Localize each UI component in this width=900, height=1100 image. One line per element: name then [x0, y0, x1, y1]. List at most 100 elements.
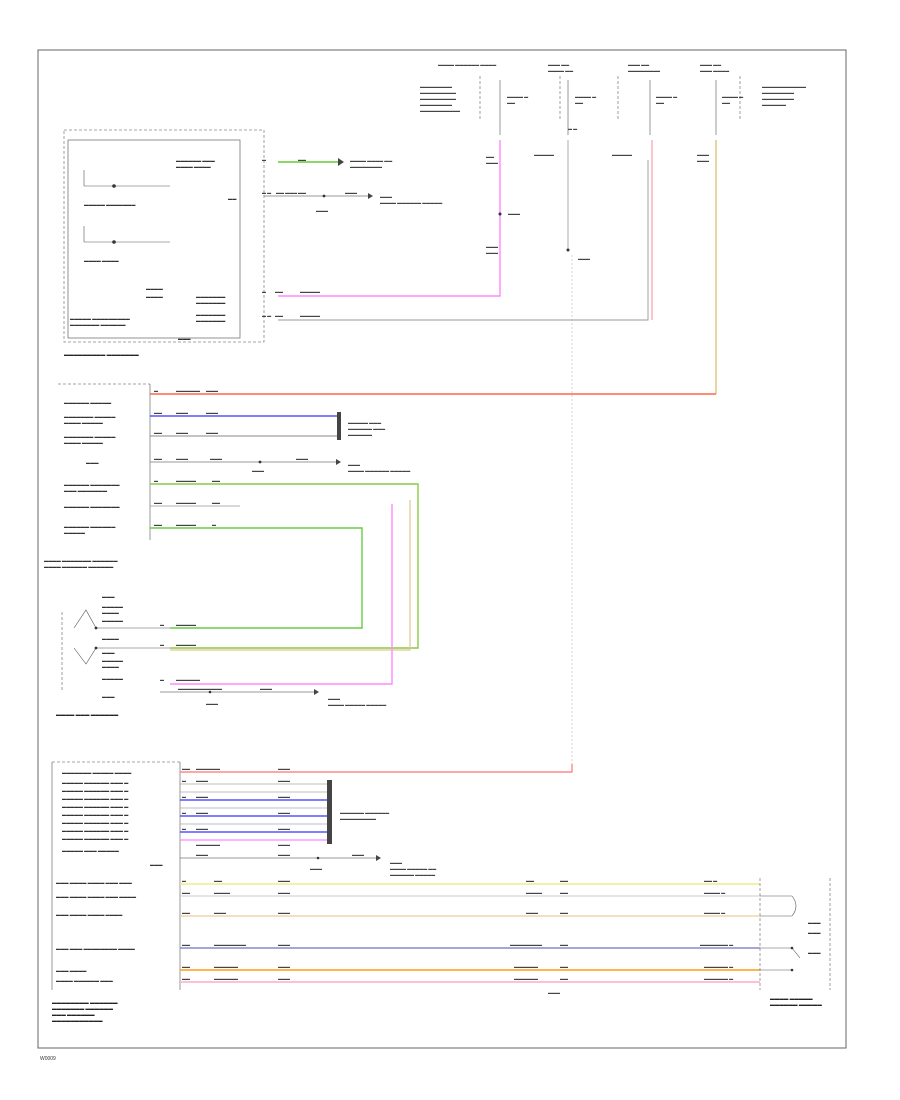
- svg-text:▬: ▬: [182, 878, 186, 883]
- svg-text:▬▬▬▬▬▬: ▬▬▬▬▬▬: [196, 842, 220, 847]
- svg-text:▬▬: ▬▬: [560, 976, 568, 981]
- svg-text:▬▬ ▬▬▬: ▬▬ ▬▬▬: [276, 190, 297, 195]
- svg-text:▬▬▬: ▬▬▬: [102, 694, 115, 699]
- svg-text:▬▬▬: ▬▬▬: [278, 810, 290, 815]
- wire-pink-seat: [170, 504, 393, 685]
- svg-text:▬▬▬▬: ▬▬▬▬: [214, 890, 230, 895]
- svg-text:▬▬▬▬▬: ▬▬▬▬▬: [102, 676, 124, 681]
- svg-text:▬▬▬: ▬▬▬: [214, 910, 226, 915]
- svg-text:▬▬▬ ▬▬: ▬▬▬ ▬▬: [628, 62, 649, 67]
- svg-text:▬ ▬: ▬ ▬: [262, 190, 271, 195]
- svg-text:▬▬▬: ▬▬▬: [508, 211, 520, 216]
- wire-green-seat-c: [150, 527, 363, 629]
- svg-text:▬▬▬▬▬: ▬▬▬▬▬: [176, 622, 196, 627]
- svg-text:▬▬▬▬▬: ▬▬▬▬▬: [102, 618, 124, 623]
- svg-text:▬▬: ▬▬: [154, 456, 162, 461]
- svg-text:▬▬▬▬ ▬▬▬ ▬▬▬▬▬▬: ▬▬▬▬ ▬▬▬ ▬▬▬▬▬▬: [56, 712, 119, 717]
- brake-switch: ▬▬▬ ▬▬▬ ▬▬▬ ▬▬▬▬ ▬▬▬▬▬ ▬▬▬▬▬▬ ▬▬▬▬▬: [759, 878, 831, 1007]
- svg-text:▬▬▬▬▬▬: ▬▬▬▬▬▬: [176, 388, 200, 393]
- svg-text:▬: ▬: [160, 677, 164, 682]
- svg-text:▬▬▬▬: ▬▬▬▬: [526, 890, 542, 895]
- svg-text:▬: ▬: [262, 289, 266, 294]
- svg-text:▬▬▬▬▬▬▬▬: ▬▬▬▬▬▬▬▬: [762, 90, 794, 95]
- svg-text:▬▬▬▬▬▬: ▬▬▬▬▬▬: [348, 432, 372, 437]
- svg-text:▬▬▬: ▬▬▬: [278, 852, 290, 857]
- svg-text:▬ ▬: ▬ ▬: [262, 313, 271, 318]
- svg-text:▬▬▬▬▬▬▬▬: ▬▬▬▬▬▬▬▬: [214, 942, 246, 947]
- svg-text:▬▬▬▬: ▬▬▬▬: [146, 294, 164, 299]
- svg-text:▬▬▬▬▬: ▬▬▬▬▬: [102, 604, 124, 609]
- svg-text:▬▬▬ ▬▬▬▬ ▬▬▬▬ ▬▬▬▬: ▬▬▬ ▬▬▬▬ ▬▬▬▬ ▬▬▬▬: [56, 912, 123, 917]
- svg-text:▬▬▬: ▬▬▬: [178, 336, 191, 341]
- svg-text:▬▬▬▬▬▬ ▬▬▬: ▬▬▬▬▬▬ ▬▬▬: [176, 158, 216, 163]
- svg-text:▬▬▬: ▬▬▬: [278, 964, 290, 969]
- svg-text:▬▬▬: ▬▬▬: [278, 826, 290, 831]
- svg-text:▬▬▬▬▬ ▬▬▬ ▬▬▬▬▬: ▬▬▬▬▬ ▬▬▬ ▬▬▬▬▬: [62, 848, 120, 853]
- svg-text:▬▬▬▬▬▬ ▬▬▬▬▬▬▬: ▬▬▬▬▬▬ ▬▬▬▬▬▬▬: [64, 482, 120, 487]
- svg-text:▬▬▬▬▬▬▬▬: ▬▬▬▬▬▬▬▬: [510, 942, 542, 947]
- svg-text:▬▬▬: ▬▬▬: [196, 810, 208, 815]
- svg-text:▬▬▬▬▬▬: ▬▬▬▬▬▬: [196, 766, 220, 771]
- svg-text:▬▬▬▬▬▬ ▬▬▬: ▬▬▬▬▬▬ ▬▬▬: [348, 426, 385, 431]
- svg-text:▬▬: ▬▬: [154, 522, 162, 527]
- svg-text:▬▬▬ ▬▬▬▬: ▬▬▬ ▬▬▬▬: [700, 68, 729, 73]
- svg-text:▬▬▬: ▬▬▬: [278, 794, 290, 799]
- svg-text:▬▬▬: ▬▬▬: [278, 910, 290, 915]
- svg-text:▬▬: ▬▬: [656, 100, 664, 105]
- svg-text:▬▬▬▬ ▬▬▬▬▬ ▬▬: ▬▬▬▬ ▬▬▬▬▬ ▬▬: [390, 866, 436, 871]
- svg-text:▬▬▬▬▬: ▬▬▬▬▬: [300, 313, 320, 318]
- svg-text:▬▬▬▬ ▬: ▬▬▬▬ ▬: [575, 94, 596, 99]
- svg-text:▬▬: ▬▬: [182, 766, 190, 771]
- svg-text:▬▬▬▬▬▬▬: ▬▬▬▬▬▬▬: [196, 300, 226, 305]
- svg-text:▬▬▬▬ ▬▬▬▬ ▬▬: ▬▬▬▬ ▬▬▬▬ ▬▬: [350, 158, 392, 163]
- svg-text:▬▬▬ ▬▬: ▬▬▬ ▬▬: [548, 62, 569, 67]
- svg-text:▬▬: ▬▬: [275, 289, 283, 294]
- svg-text:▬: ▬: [154, 388, 158, 393]
- svg-text:▬▬▬▬▬: ▬▬▬▬▬: [300, 289, 320, 294]
- svg-text:▬▬▬▬▬▬: ▬▬▬▬▬▬: [214, 964, 238, 969]
- svg-text:▬▬▬▬▬▬: ▬▬▬▬▬▬: [214, 976, 238, 981]
- svg-text:▬▬▬ ▬▬▬▬: ▬▬▬ ▬▬▬▬: [56, 968, 87, 973]
- svg-text:▬▬▬▬▬▬▬▬: ▬▬▬▬▬▬▬▬: [762, 96, 794, 101]
- svg-text:▬▬▬▬ ▬▬▬▬▬▬▬ ▬▬▬▬▬▬: ▬▬▬▬ ▬▬▬▬▬▬▬ ▬▬▬▬▬▬: [44, 558, 118, 563]
- svg-text:▬▬▬: ▬▬▬: [296, 456, 308, 461]
- svg-text:▬▬▬▬▬▬▬▬: ▬▬▬▬▬▬▬▬: [420, 84, 452, 89]
- svg-text:▬▬: ▬▬: [154, 430, 162, 435]
- svg-text:▬: ▬: [160, 622, 164, 627]
- svg-text:▬▬▬: ▬▬▬: [526, 910, 538, 915]
- svg-text:▬▬▬: ▬▬▬: [310, 866, 322, 871]
- svg-text:▬▬▬▬▬▬▬▬▬: ▬▬▬▬▬▬▬▬▬: [420, 90, 456, 95]
- svg-text:▬▬▬▬▬▬▬▬▬▬▬: ▬▬▬▬▬▬▬▬▬▬▬: [178, 686, 222, 691]
- svg-text:▬▬: ▬▬: [560, 942, 568, 947]
- svg-text:▬▬▬: ▬▬▬: [196, 826, 208, 831]
- svg-text:▬▬▬▬▬▬ ▬▬▬▬▬▬▬: ▬▬▬▬▬▬ ▬▬▬▬▬▬▬: [64, 504, 120, 509]
- svg-text:▬▬: ▬▬: [275, 313, 283, 318]
- svg-text:▬▬▬: ▬▬▬: [176, 430, 188, 435]
- svg-text:▬▬: ▬▬: [182, 964, 190, 969]
- svg-text:▬▬: ▬▬: [560, 910, 568, 915]
- svg-text:▬▬▬: ▬▬▬: [486, 250, 498, 255]
- svg-text:▬▬▬▬▬: ▬▬▬▬▬: [176, 500, 196, 505]
- svg-text:▬▬▬▬ ▬▬▬▬▬: ▬▬▬▬ ▬▬▬▬▬: [64, 440, 104, 445]
- svg-text:▬▬▬▬ ▬▬: ▬▬▬▬ ▬▬: [548, 68, 573, 73]
- svg-text:▬▬▬▬▬▬▬▬▬: ▬▬▬▬▬▬▬▬▬: [420, 96, 456, 101]
- svg-text:▬▬▬▬: ▬▬▬▬: [102, 664, 120, 669]
- svg-text:▬▬▬▬ ▬▬▬▬▬: ▬▬▬▬ ▬▬▬▬▬: [64, 420, 104, 425]
- svg-text:▬▬▬▬ ▬: ▬▬▬▬ ▬: [507, 94, 528, 99]
- svg-text:▬▬▬▬▬ ▬▬▬▬▬▬ ▬▬▬ ▬: ▬▬▬▬▬ ▬▬▬▬▬▬ ▬▬▬ ▬: [62, 788, 129, 793]
- svg-text:▬▬▬▬ ▬▬▬▬▬▬ ▬▬▬▬▬: ▬▬▬▬ ▬▬▬▬▬▬ ▬▬▬▬▬: [348, 468, 410, 473]
- svg-text:▬▬▬▬▬▬▬ ▬▬▬▬▬: ▬▬▬▬▬▬▬ ▬▬▬▬▬: [64, 414, 116, 419]
- svg-text:▬▬▬: ▬▬▬: [260, 686, 272, 691]
- svg-text:▬▬▬ ▬▬▬▬▬▬▬: ▬▬▬ ▬▬▬▬▬▬▬: [64, 488, 108, 493]
- svg-text:▬▬▬▬ ▬▬▬▬▬▬ ▬▬▬: ▬▬▬▬ ▬▬▬▬▬▬ ▬▬▬: [56, 978, 114, 983]
- svg-text:▬▬▬: ▬▬▬: [278, 976, 290, 981]
- svg-text:▬: ▬: [262, 157, 266, 162]
- svg-text:▬▬: ▬▬: [560, 890, 568, 895]
- svg-text:▬▬▬▬▬▬▬▬▬ ▬▬▬▬▬▬▬: ▬▬▬▬▬▬▬▬▬ ▬▬▬▬▬▬▬: [64, 352, 139, 357]
- svg-text:▬▬▬▬▬ ▬▬▬▬▬▬▬▬▬: ▬▬▬▬▬ ▬▬▬▬▬▬▬▬▬: [70, 316, 131, 321]
- svg-text:▬▬▬▬▬▬▬ ▬▬▬▬▬▬: ▬▬▬▬▬▬▬ ▬▬▬▬▬▬: [52, 1006, 113, 1011]
- svg-text:▬▬▬: ▬▬▬: [206, 701, 218, 706]
- svg-text:▬▬▬ ▬▬▬ ▬▬▬▬▬▬▬▬ ▬▬▬▬: ▬▬▬ ▬▬▬ ▬▬▬▬▬▬▬▬ ▬▬▬▬: [56, 946, 136, 951]
- svg-text:▬▬: ▬▬: [560, 964, 568, 969]
- svg-text:▬▬▬▬▬▬: ▬▬▬▬▬▬: [514, 976, 538, 981]
